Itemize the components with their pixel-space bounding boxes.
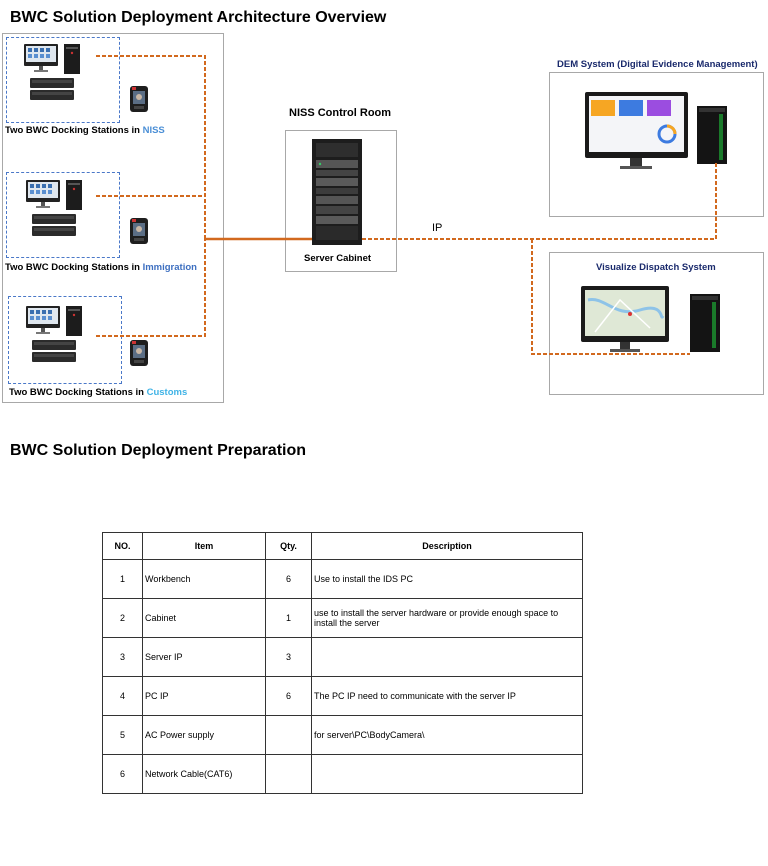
cell-no: 6 xyxy=(102,754,143,794)
dem-server-tower-icon xyxy=(697,106,727,164)
table-row: 2 Cabinet 1 use to install the server ha… xyxy=(102,598,583,638)
cell-item: Network Cable(CAT6) xyxy=(142,754,266,794)
table-row: 3 Server IP 3 xyxy=(102,637,583,677)
site-niss-group xyxy=(6,37,120,123)
dem-monitor-icon xyxy=(585,92,688,169)
cell-no: 5 xyxy=(102,715,143,755)
table-row: 4 PC IP 6 The PC IP need to communicate … xyxy=(102,676,583,716)
overview-title: BWC Solution Deployment Architecture Ove… xyxy=(10,9,387,26)
site-customs-group xyxy=(8,296,122,384)
cell-qty xyxy=(265,715,312,755)
preparation-table: NO. Item Qty. Description 1 Workbench 6 … xyxy=(102,532,583,794)
header-description: Description xyxy=(311,532,583,560)
site-immigration-bodycam-icon xyxy=(130,218,148,244)
cell-description: The PC IP need to communicate with the s… xyxy=(311,676,583,716)
cell-qty: 6 xyxy=(265,676,312,716)
site-niss-label: Two BWC Docking Stations in NISS xyxy=(5,125,165,136)
table-row: 5 AC Power supply for server\PC\BodyCame… xyxy=(102,715,583,755)
cell-description xyxy=(311,754,583,794)
dispatch-server-tower-icon xyxy=(690,294,720,352)
table-header-row: NO. Item Qty. Description xyxy=(102,532,583,560)
cell-description: for server\PC\BodyCamera\ xyxy=(311,715,583,755)
table-row: 6 Network Cable(CAT6) xyxy=(102,754,583,794)
cell-item: Cabinet xyxy=(142,598,266,638)
cell-item: PC IP xyxy=(142,676,266,716)
ip-link-label: IP xyxy=(432,222,443,234)
control-room-title: NISS Control Room xyxy=(289,107,392,119)
cell-item: Server IP xyxy=(142,637,266,677)
cell-no: 2 xyxy=(102,598,143,638)
site-immigration-label: Two BWC Docking Stations in Immigration xyxy=(5,262,197,273)
preparation-title: BWC Solution Deployment Preparation xyxy=(10,442,307,459)
site-immigration-workstation-icon xyxy=(26,180,82,236)
network-links xyxy=(96,55,717,355)
header-item: Item xyxy=(142,532,266,560)
site-customs-bodycam-icon xyxy=(130,340,148,366)
cell-description: Use to install the IDS PC xyxy=(311,559,583,599)
cell-qty: 6 xyxy=(265,559,312,599)
cell-qty: 3 xyxy=(265,637,312,677)
dispatch-monitor-icon xyxy=(581,286,669,352)
architecture-diagram xyxy=(24,44,727,366)
cell-no: 1 xyxy=(102,559,143,599)
site-niss-workstation-icon xyxy=(24,44,80,100)
cell-no: 3 xyxy=(102,637,143,677)
dispatch-system-title: Visualize Dispatch System xyxy=(596,262,716,273)
cell-qty xyxy=(265,754,312,794)
site-immigration-group xyxy=(6,172,120,258)
cell-description xyxy=(311,637,583,677)
cell-no: 4 xyxy=(102,676,143,716)
site-niss-bodycam-icon xyxy=(130,86,148,112)
cell-description: use to install the server hardware or pr… xyxy=(311,598,583,638)
server-rack-icon xyxy=(312,139,362,245)
site-customs-label: Two BWC Docking Stations in Customs xyxy=(9,387,188,398)
cell-item: AC Power supply xyxy=(142,715,266,755)
dem-system-title: DEM System (Digital Evidence Management) xyxy=(557,59,758,70)
cell-qty: 1 xyxy=(265,598,312,638)
site-customs-workstation-icon xyxy=(26,306,82,362)
header-qty: Qty. xyxy=(265,532,312,560)
cell-item: Workbench xyxy=(142,559,266,599)
server-cabinet-label: Server Cabinet xyxy=(304,253,372,264)
header-no: NO. xyxy=(102,532,143,560)
table-row: 1 Workbench 6 Use to install the IDS PC xyxy=(102,559,583,599)
